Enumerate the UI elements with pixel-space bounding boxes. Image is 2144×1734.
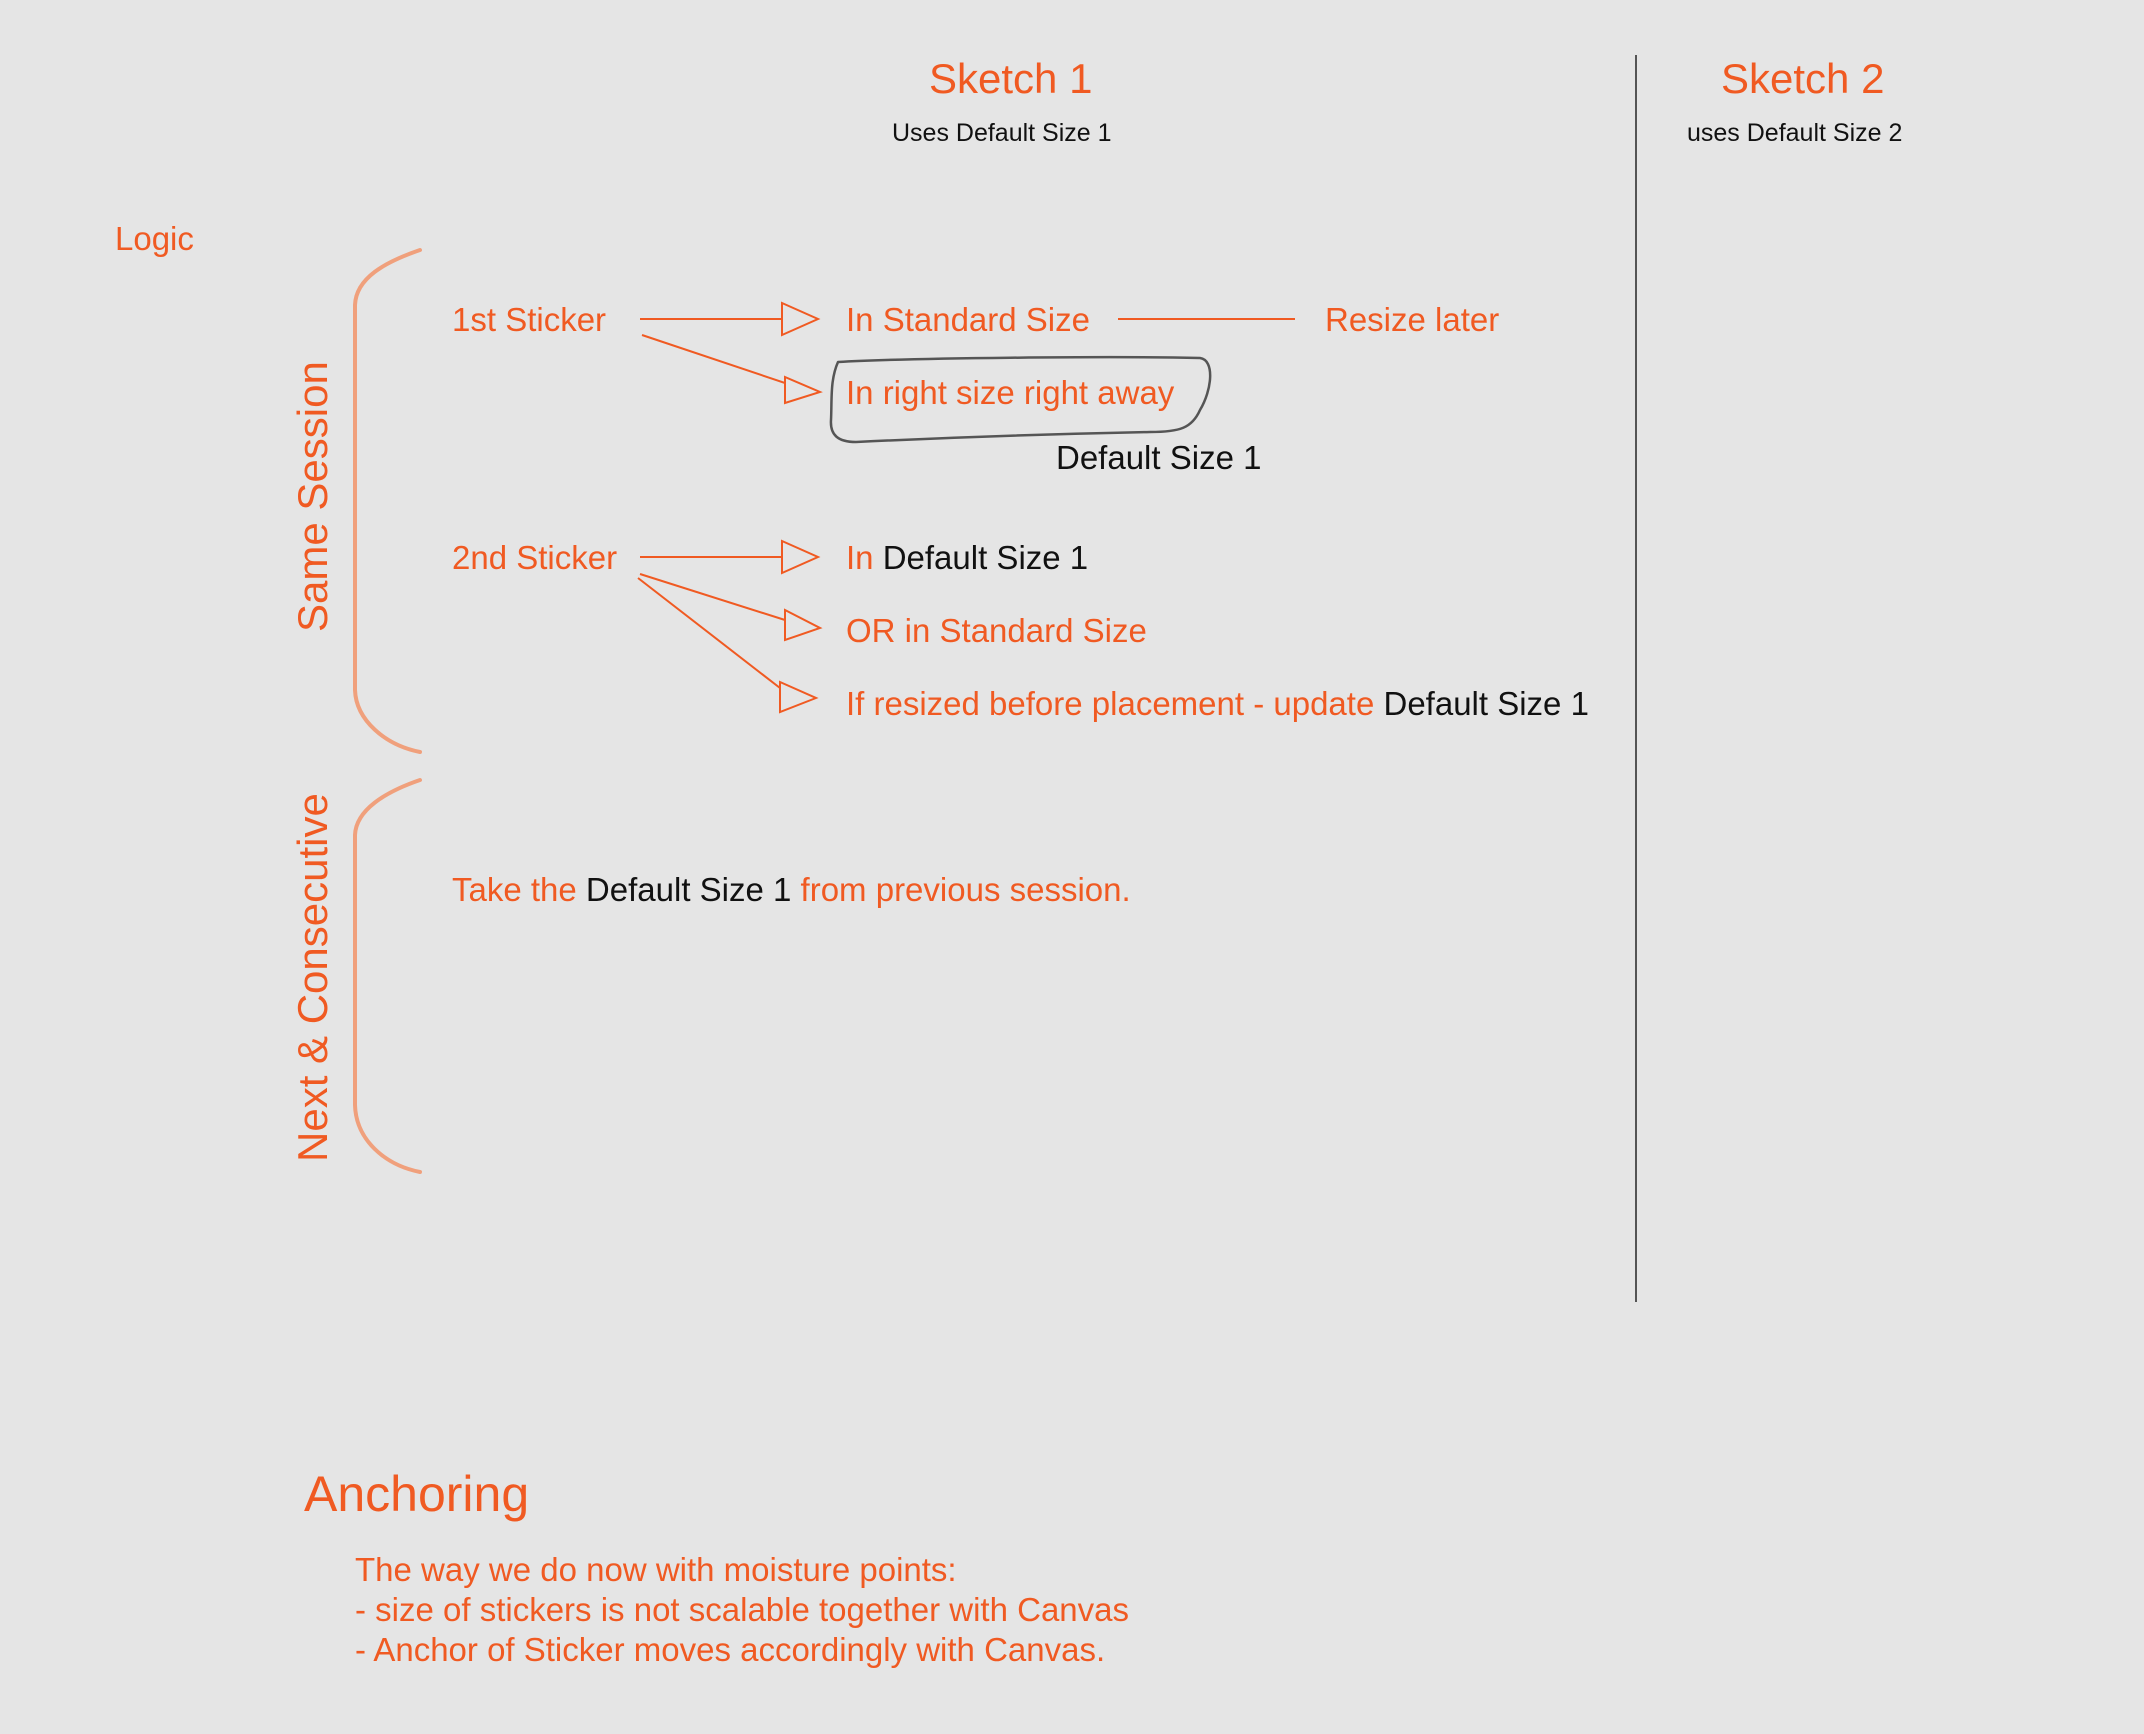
take-suffix: from previous session. [800, 871, 1131, 908]
arrow-2nd-to-standard [639, 573, 823, 642]
resized-default-size: Default Size 1 [1383, 685, 1589, 722]
anchoring-notes: The way we do now with moisture points: … [355, 1550, 1129, 1670]
anchoring-line-3: - Anchor of Sticker moves accordingly wi… [355, 1631, 1106, 1668]
arrow-1st-to-right-size [641, 334, 823, 405]
or-standard-size-text: OR in Standard Size [846, 612, 1147, 649]
standard-size-text: In Standard Size [846, 301, 1090, 338]
sketch1-title: Sketch 1 [929, 55, 1093, 102]
second-sticker-label: 2nd Sticker [452, 539, 618, 576]
arrow-2nd-to-default [640, 539, 821, 575]
default-size-note: Default Size 1 [1056, 439, 1262, 476]
in-default-size-line: In Default Size 1 [846, 541, 1088, 574]
anchoring-line-1: The way we do now with moisture points: [355, 1551, 957, 1588]
sketch1-subtitle: Uses Default Size 1 [892, 119, 1112, 147]
take-default-line: Take the Default Size 1 from previous se… [452, 873, 1131, 906]
resized-prefix: If resized before placement - update [846, 685, 1375, 722]
sketch2-title: Sketch 2 [1721, 55, 1885, 102]
take-prefix: Take the [452, 871, 577, 908]
arrow-1st-to-standard [640, 301, 821, 337]
in-prefix: In [846, 539, 874, 576]
right-size-loop [829, 355, 1212, 444]
anchoring-line-2: - size of stickers is not scalable toget… [355, 1591, 1130, 1628]
first-sticker-label: 1st Sticker [452, 301, 607, 338]
sketch2-subtitle: uses Default Size 2 [1687, 119, 1903, 147]
logic-label: Logic [115, 220, 194, 257]
next-consecutive-label: Next & Consecutive [289, 793, 336, 1162]
resize-later-text: Resize later [1325, 301, 1500, 338]
arrow-2nd-to-resized [637, 577, 819, 714]
next-session-brace [353, 778, 422, 1174]
same-session-brace [353, 248, 422, 754]
in-default-size: Default Size 1 [882, 539, 1089, 576]
same-session-label: Same Session [289, 361, 336, 632]
anchoring-title: Anchoring [304, 1466, 530, 1522]
right-size-text: In right size right away [846, 374, 1175, 411]
take-default-size: Default Size 1 [585, 871, 792, 908]
resized-update-line: If resized before placement - update Def… [846, 687, 1589, 720]
